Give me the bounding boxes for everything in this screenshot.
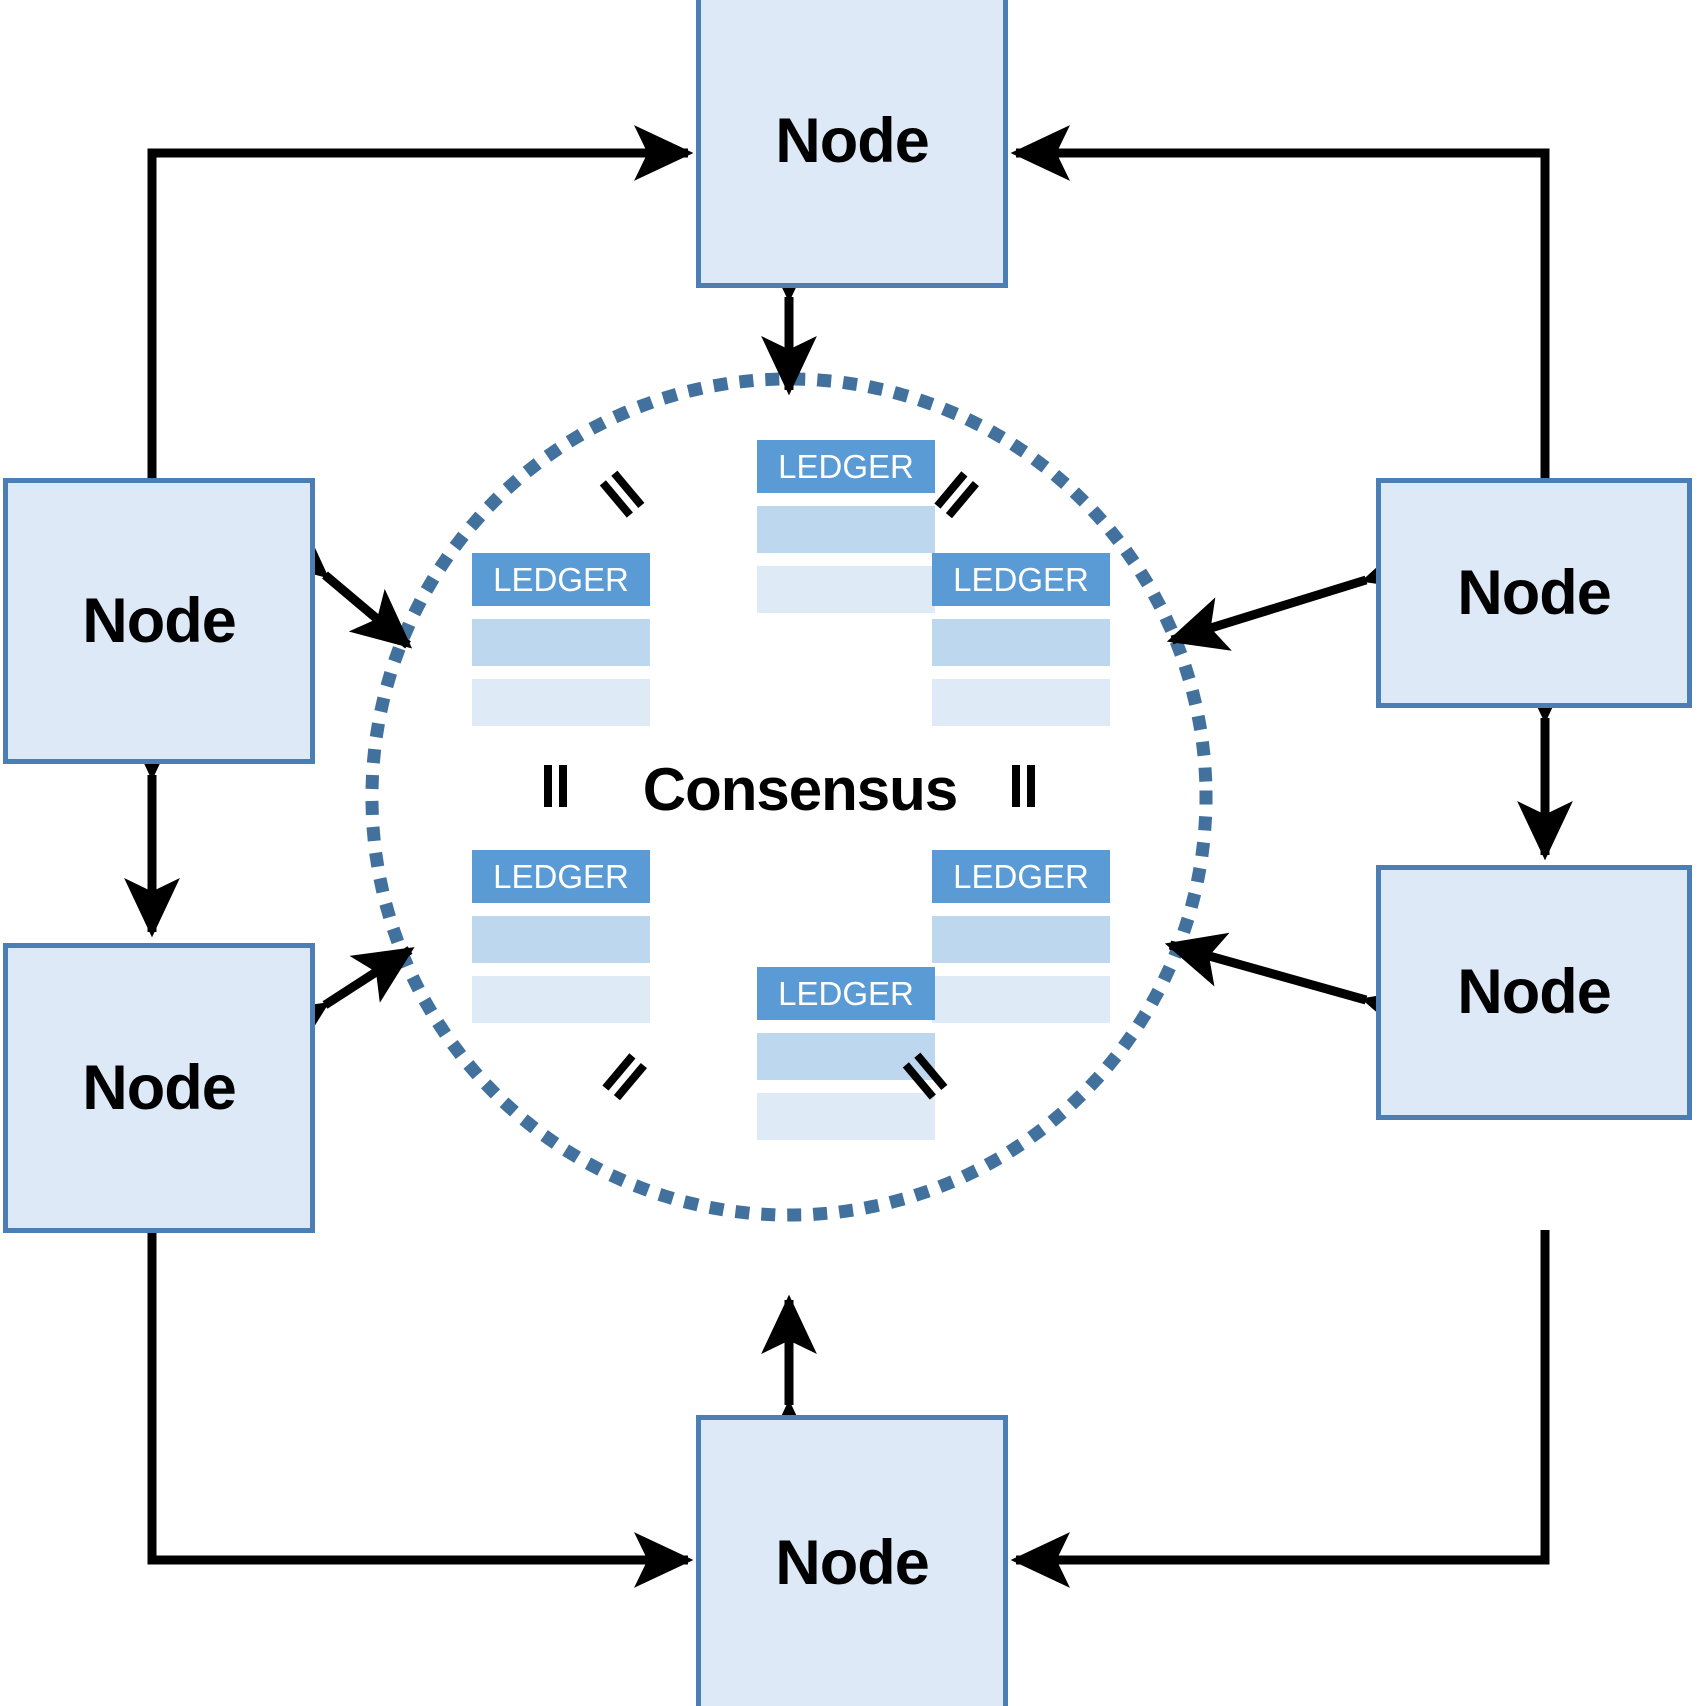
equals-icon-bottom-left <box>591 1046 656 1111</box>
consensus-label: Consensus <box>642 756 958 823</box>
ledger-row <box>472 976 650 1023</box>
equals-icon-top-left <box>591 464 656 529</box>
ledger-row <box>757 1033 935 1080</box>
ledger-upper-right[interactable]: LEDGER <box>932 553 1110 726</box>
node-label: Node <box>1457 557 1611 628</box>
node-label: Node <box>82 585 236 656</box>
arrow-outer-left-to-top <box>147 125 694 483</box>
ledger-top[interactable]: LEDGER <box>757 440 935 613</box>
ledger-row <box>757 566 935 613</box>
node-right-lower[interactable]: Node <box>1376 865 1692 1120</box>
node-label: Node <box>1457 957 1611 1027</box>
ledger-bottom[interactable]: LEDGER <box>757 967 935 1140</box>
ledger-header: LEDGER <box>472 850 650 903</box>
ledger-row <box>757 506 935 553</box>
arrow-right-lower-to-circle <box>1164 932 1426 1042</box>
node-bottom[interactable]: Node <box>696 1415 1008 1706</box>
ledger-upper-left[interactable]: LEDGER <box>472 553 650 726</box>
node-label: Node <box>82 1052 236 1123</box>
arrow-outer-right-to-bottom <box>1010 1230 1550 1588</box>
ledger-header: LEDGER <box>472 553 650 606</box>
ledger-row <box>472 619 650 666</box>
node-label: Node <box>775 1528 929 1598</box>
arrow-outer-left-to-bottom <box>147 1230 694 1588</box>
ledger-lower-left[interactable]: LEDGER <box>472 850 650 1023</box>
ledger-header: LEDGER <box>932 553 1110 606</box>
ledger-row <box>932 619 1110 666</box>
ledger-header: LEDGER <box>757 967 935 1020</box>
equals-icon-mid-right <box>1000 765 1046 811</box>
ledger-header: LEDGER <box>932 850 1110 903</box>
node-right-upper[interactable]: Node <box>1376 478 1692 708</box>
equals-icon-mid-left <box>532 765 578 811</box>
node-label: Node <box>775 105 929 176</box>
ledger-row <box>932 679 1110 726</box>
arrow-left-upper-to-circle <box>265 518 413 649</box>
ledger-row <box>472 679 650 726</box>
arrow-right-upper-to-circle <box>1166 537 1426 651</box>
node-top[interactable]: Node <box>696 0 1008 288</box>
arrow-outer-right-to-top <box>1010 125 1550 483</box>
ledger-row <box>757 1093 935 1140</box>
arrow-left-lower-to-circle <box>264 946 415 1058</box>
ledger-row <box>932 916 1110 963</box>
ledger-header: LEDGER <box>757 440 935 493</box>
ledger-lower-right[interactable]: LEDGER <box>932 850 1110 1023</box>
node-left-lower[interactable]: Node <box>3 943 315 1233</box>
node-left-upper[interactable]: Node <box>3 478 315 764</box>
ledger-row <box>472 916 650 963</box>
ledger-row <box>932 976 1110 1023</box>
